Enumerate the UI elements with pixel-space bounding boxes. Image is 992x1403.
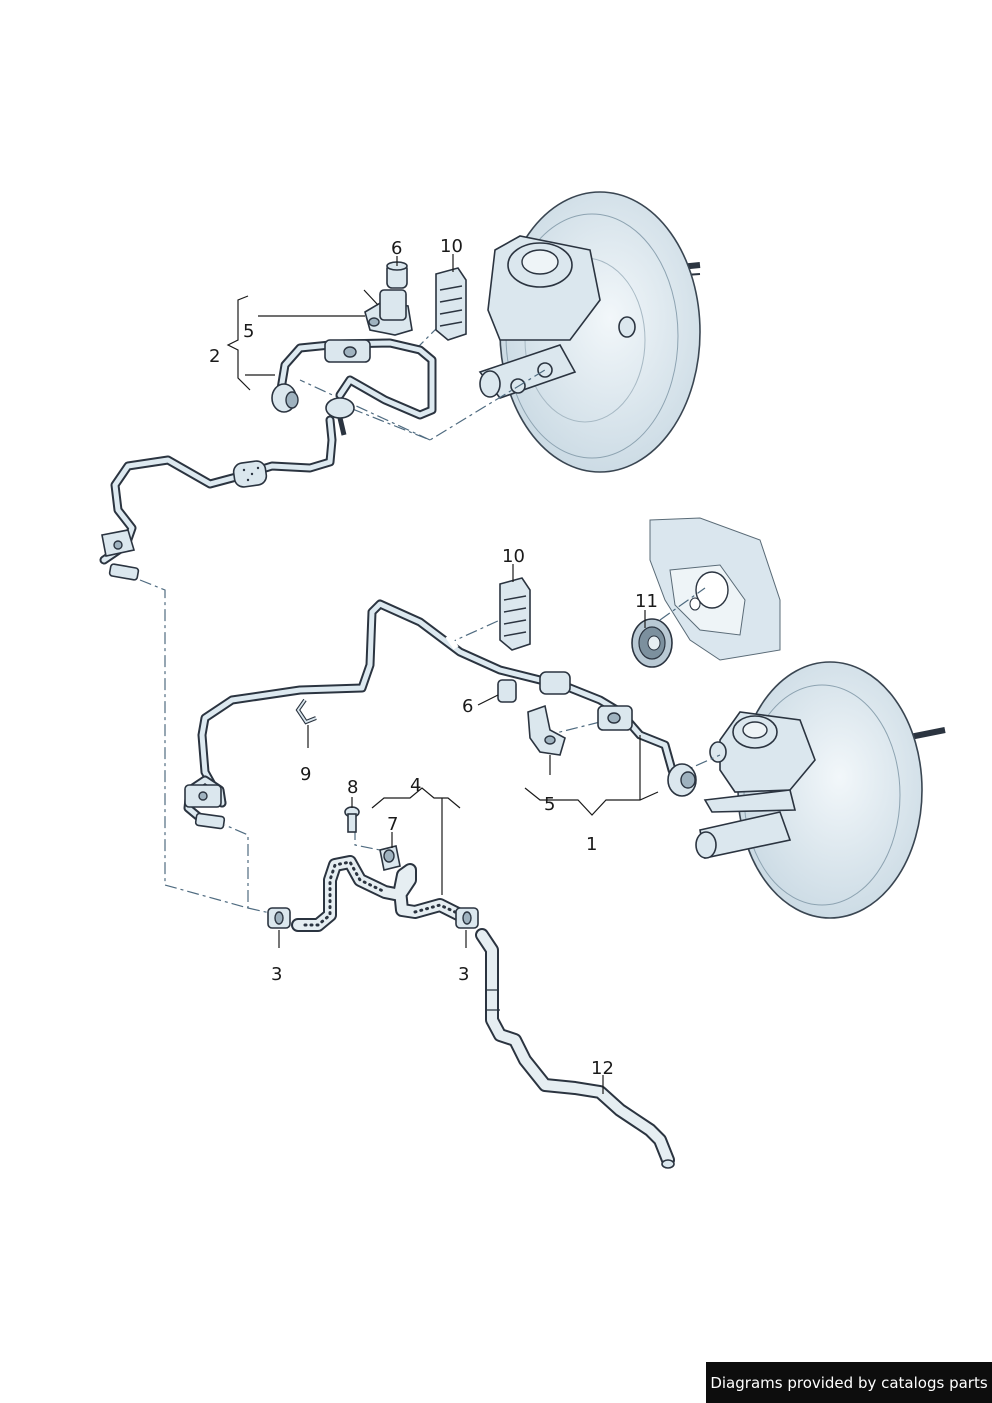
callout-3-right: 3 xyxy=(458,964,469,985)
callouts: 2 5 6 10 10 11 6 9 5 1 8 4 7 3 3 12 xyxy=(209,236,658,1079)
bracket-lower xyxy=(527,704,566,756)
hose-clamp-left xyxy=(267,907,291,929)
clip-9 xyxy=(295,698,317,725)
callout-3-left: 3 xyxy=(271,964,282,985)
grommet xyxy=(631,618,673,668)
callout-4: 4 xyxy=(410,775,421,796)
clip-lower xyxy=(499,577,531,651)
callout-7: 7 xyxy=(387,814,398,835)
cap-lower xyxy=(497,679,517,703)
callout-10-upper: 10 xyxy=(440,236,463,257)
vacuum-hose xyxy=(291,855,467,932)
leader-lines xyxy=(226,254,659,1094)
bolt-8 xyxy=(344,806,360,833)
callout-5-lower: 5 xyxy=(544,794,555,815)
brake-booster-lower xyxy=(695,661,946,919)
brake-line-upper xyxy=(99,338,437,581)
callout-2: 2 xyxy=(209,346,220,367)
bulkhead-panel xyxy=(649,517,781,661)
clamp-7 xyxy=(379,845,401,871)
hose-clamp-right xyxy=(455,907,479,929)
callout-8: 8 xyxy=(347,777,358,798)
attribution-text: Diagrams provided by catalogs parts xyxy=(710,1373,988,1392)
brake-line-lower xyxy=(183,599,697,830)
callout-9: 9 xyxy=(300,764,311,785)
callout-10-lower: 10 xyxy=(502,546,525,567)
callout-6-lower: 6 xyxy=(462,696,473,717)
bracket-upper xyxy=(364,289,413,336)
callout-11: 11 xyxy=(635,591,658,612)
vacuum-hose-long xyxy=(475,928,675,1169)
callout-5-upper: 5 xyxy=(243,321,254,342)
callout-1: 1 xyxy=(586,834,597,855)
reference-lines xyxy=(139,319,721,914)
brake-booster-upper xyxy=(478,191,701,473)
callout-12: 12 xyxy=(591,1058,614,1079)
attribution-banner: Diagrams provided by catalogs parts xyxy=(706,1362,992,1403)
clip-upper xyxy=(435,267,467,341)
callout-6-upper: 6 xyxy=(391,238,402,259)
